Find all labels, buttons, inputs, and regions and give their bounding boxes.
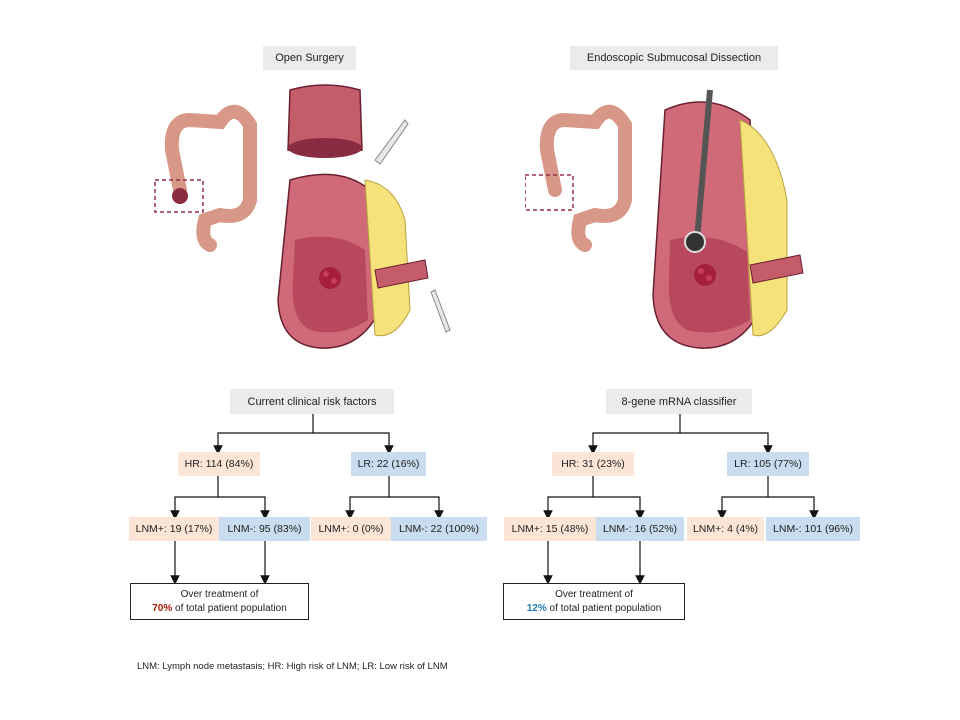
left-outcome-line1: Over treatment of — [180, 588, 259, 600]
right-outcome-rest: of total patient population — [546, 602, 662, 614]
classifier-root: 8-gene mRNA classifier — [606, 389, 752, 414]
right-outcome-box: Over treatment of 12% of total patient p… — [503, 583, 685, 620]
fat-tissue — [364, 179, 411, 337]
colon-highlight-box — [154, 179, 204, 213]
left-outcome-box: Over treatment of 70% of total patient p… — [130, 583, 309, 620]
right-outcome-line2: 12% of total patient population — [527, 602, 662, 616]
scalpel-icon — [374, 119, 409, 165]
left-lr-lnm-neg: LNM-: 22 (100%) — [391, 517, 487, 541]
clinical-risk-root: Current clinical risk factors — [230, 389, 394, 414]
scalpel-icon-2 — [430, 289, 451, 333]
right-outcome-value: 12% — [526, 602, 547, 614]
left-outcome-line2: 70% of total patient population — [152, 602, 287, 616]
esd-illustration — [525, 89, 804, 349]
open-surgery-title: Open Surgery — [263, 46, 356, 70]
right-lr-lnm-neg: LNM-: 101 (96%) — [766, 517, 860, 541]
left-outcome-rest: of total patient population — [172, 602, 287, 614]
left-lr-node: LR: 22 (16%) — [351, 452, 426, 476]
left-hr-lnm-pos: LNM+: 19 (17%) — [129, 517, 219, 541]
right-hr-lnm-pos: LNM+: 15 (48%) — [504, 517, 596, 541]
right-hr-lnm-neg: LNM-: 16 (52%) — [596, 517, 684, 541]
colon-shape — [539, 104, 632, 252]
colon-shape — [164, 104, 257, 252]
right-lr-lnm-pos: LNM+: 4 (4%) — [687, 517, 764, 541]
open-surgery-illustration — [154, 84, 451, 349]
endoscope-icon — [694, 89, 713, 241]
fat-tissue — [739, 119, 788, 337]
esd-title: Endoscopic Submucosal Dissection — [570, 46, 778, 70]
left-hr-node: HR: 114 (84%) — [178, 452, 260, 476]
left-outcome-value: 70% — [152, 602, 173, 614]
footnote: LNM: Lymph node metastasis; HR: High ris… — [137, 661, 448, 672]
colon-highlight-box — [525, 174, 574, 211]
left-lr-lnm-pos: LNM+: 0 (0%) — [311, 517, 391, 541]
right-lr-node: LR: 105 (77%) — [727, 452, 809, 476]
right-outcome-line1: Over treatment of — [555, 588, 633, 600]
right-hr-node: HR: 31 (23%) — [552, 452, 634, 476]
left-hr-lnm-neg: LNM-: 95 (83%) — [219, 517, 310, 541]
